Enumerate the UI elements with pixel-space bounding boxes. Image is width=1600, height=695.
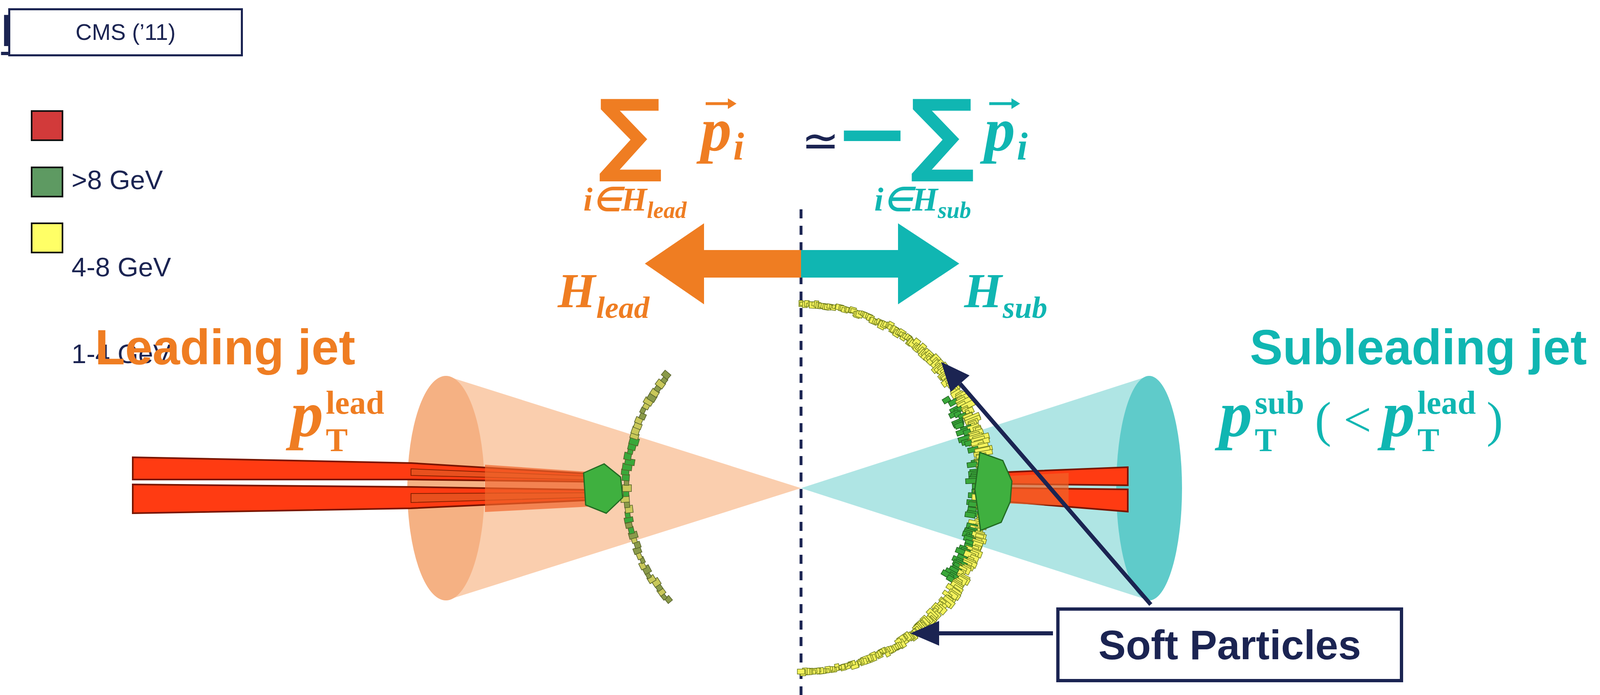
- soft-particle: [797, 668, 805, 674]
- jet-cone: [445, 375, 802, 601]
- math-label: lead: [646, 196, 687, 224]
- leader-line: [937, 630, 1053, 635]
- math-label: lead: [596, 289, 650, 326]
- label-group: i∈Hsub: [874, 180, 971, 224]
- math-label: ∑: [597, 80, 663, 186]
- label-group: pi: [700, 94, 744, 169]
- label-group: Hsub: [964, 263, 1048, 326]
- math-label: T: [325, 421, 348, 459]
- vector-arrow-shaft: [989, 102, 1014, 106]
- vector-arrow-shaft: [705, 102, 731, 106]
- math-label: ( <: [1314, 391, 1372, 448]
- math-label: i: [1016, 123, 1028, 169]
- divider-line: [799, 209, 803, 695]
- particle-group: [620, 300, 996, 676]
- label-group: ≃: [801, 114, 840, 167]
- script-stack: subT: [1254, 383, 1305, 459]
- label-group: i∈Hlead: [583, 180, 687, 224]
- math-label: lead: [325, 383, 385, 422]
- label-group: psubT( <pleadT): [1219, 376, 1514, 459]
- soft-particle: [661, 369, 672, 380]
- legend-swatch: [30, 222, 64, 254]
- legend-swatch: [30, 166, 64, 198]
- math-label: p: [290, 376, 324, 453]
- math-label: p: [1382, 376, 1416, 453]
- math-label: −∑: [834, 80, 975, 186]
- soft-particle: [964, 511, 976, 518]
- math-label: T: [1254, 421, 1277, 459]
- vector-arrow-head: [1011, 98, 1021, 109]
- label-group: pi: [984, 94, 1028, 169]
- math-label: p: [1219, 376, 1253, 453]
- math-label: H: [964, 263, 1003, 319]
- label-group: Subleading jet: [1249, 318, 1587, 376]
- callout-box: Soft Particles: [1056, 607, 1404, 682]
- math-label: ): [1486, 391, 1504, 448]
- label-group: −∑: [834, 80, 975, 186]
- soft-particle: [955, 547, 966, 555]
- leader-arrowhead: [910, 620, 940, 646]
- box-label: CMS (’11): [75, 19, 176, 46]
- math-label: sub: [1254, 383, 1305, 422]
- script-stack: leadT: [325, 383, 385, 459]
- jet-cone: [801, 375, 1150, 601]
- math-label: lead: [1417, 383, 1476, 422]
- math-label: ≃: [801, 114, 840, 167]
- math-label: Subleading jet: [1249, 318, 1587, 376]
- leader-arrowhead: [941, 361, 970, 392]
- box-label: Soft Particles: [1098, 621, 1361, 669]
- math-label: Leading jet: [94, 318, 356, 376]
- math-label: sub: [937, 196, 972, 224]
- math-label: p: [984, 94, 1016, 165]
- math-label: i∈H: [583, 180, 647, 219]
- math-label: H: [557, 263, 596, 319]
- math-label: i∈H: [874, 180, 938, 219]
- legend-label: 4-8 GeV: [71, 251, 1600, 283]
- label-group: pleadT: [290, 376, 385, 459]
- energy-cluster: [583, 463, 623, 513]
- math-label: p: [700, 94, 732, 165]
- momentum-arrow: [644, 223, 802, 305]
- momentum-arrow: [801, 223, 960, 305]
- energy-cluster: [974, 452, 1012, 531]
- math-label: T: [1417, 421, 1440, 459]
- soft-particle: [967, 461, 978, 468]
- label-group: ∑: [597, 80, 663, 186]
- vector-arrow-head: [727, 98, 737, 109]
- legend-swatch: [30, 110, 64, 141]
- cone-base: [1116, 375, 1183, 601]
- math-label: sub: [1002, 289, 1048, 326]
- label-group: Leading jet: [94, 318, 356, 376]
- source-box: CMS (’11): [8, 8, 243, 57]
- label-group: Hlead: [557, 263, 650, 326]
- vector-arrow: [987, 96, 1021, 111]
- soft-particle: [622, 484, 632, 492]
- leader-line: [960, 383, 1151, 605]
- script-stack: leadT: [1417, 383, 1476, 459]
- vector-arrow: [704, 96, 737, 111]
- math-label: i: [733, 123, 744, 169]
